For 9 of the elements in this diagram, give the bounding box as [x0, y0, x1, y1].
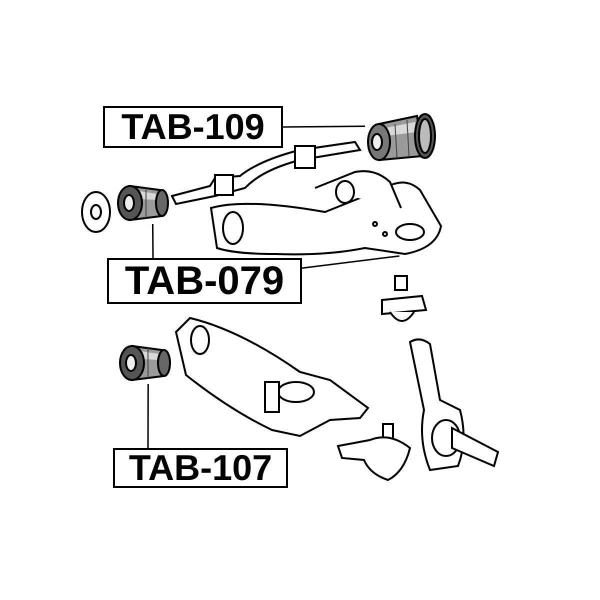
leader-line [152, 224, 154, 258]
part-number-label: TAB-079 [107, 258, 302, 304]
part-number-label: TAB-109 [103, 106, 283, 148]
leader-line [283, 125, 365, 128]
part-number-label: TAB-107 [113, 448, 288, 488]
bushing-drawing [116, 182, 170, 224]
leader-line [147, 384, 149, 448]
leader-line [302, 255, 400, 269]
bushing-drawing [365, 110, 437, 164]
